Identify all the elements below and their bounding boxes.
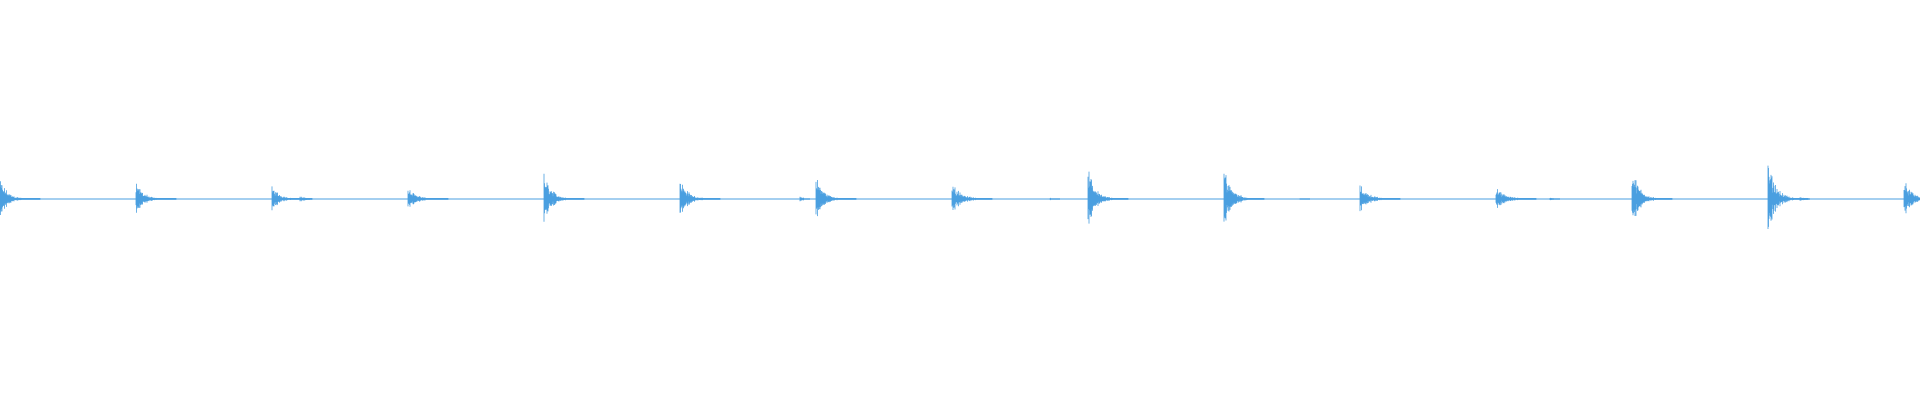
waveform-burst bbox=[0, 181, 41, 215]
waveform-burst-trace bbox=[1903, 183, 1920, 214]
waveform-blip bbox=[299, 196, 310, 202]
waveform-blip bbox=[799, 196, 810, 202]
waveform-blip bbox=[1799, 197, 1810, 201]
waveform-burst bbox=[1495, 189, 1537, 208]
waveform-burst-trace bbox=[135, 183, 177, 213]
waveform-burst bbox=[1631, 180, 1673, 216]
waveform-burst bbox=[951, 186, 993, 210]
waveform-burst bbox=[815, 180, 857, 217]
waveform-burst bbox=[1767, 165, 1809, 229]
waveform-burst-trace bbox=[1495, 189, 1537, 208]
waveform-burst-trace bbox=[815, 180, 857, 217]
waveform-burst bbox=[679, 183, 721, 213]
waveform-burst-trace bbox=[1087, 171, 1129, 224]
waveform-burst-trace bbox=[951, 186, 993, 210]
waveform-blip bbox=[549, 196, 560, 202]
waveform-burst bbox=[1903, 183, 1920, 214]
waveform-burst bbox=[1223, 173, 1265, 222]
waveform-bursts bbox=[0, 165, 1920, 229]
waveform-blip bbox=[1299, 198, 1310, 200]
waveform-burst-trace bbox=[679, 183, 721, 213]
waveform-burst-trace bbox=[1223, 173, 1265, 222]
waveform-burst-trace bbox=[407, 190, 449, 207]
waveform-blips bbox=[299, 196, 1810, 202]
waveform-burst-trace bbox=[1359, 185, 1401, 212]
waveform-burst bbox=[1087, 171, 1129, 224]
waveform-burst bbox=[407, 190, 449, 207]
waveform-blip bbox=[1049, 197, 1060, 201]
waveform-burst-trace bbox=[1767, 165, 1809, 229]
waveform-burst bbox=[1359, 185, 1401, 212]
waveform-burst-trace bbox=[1631, 180, 1673, 216]
waveform-burst bbox=[135, 183, 177, 213]
waveform-burst-trace bbox=[0, 181, 41, 215]
waveform-blip bbox=[1549, 197, 1560, 201]
